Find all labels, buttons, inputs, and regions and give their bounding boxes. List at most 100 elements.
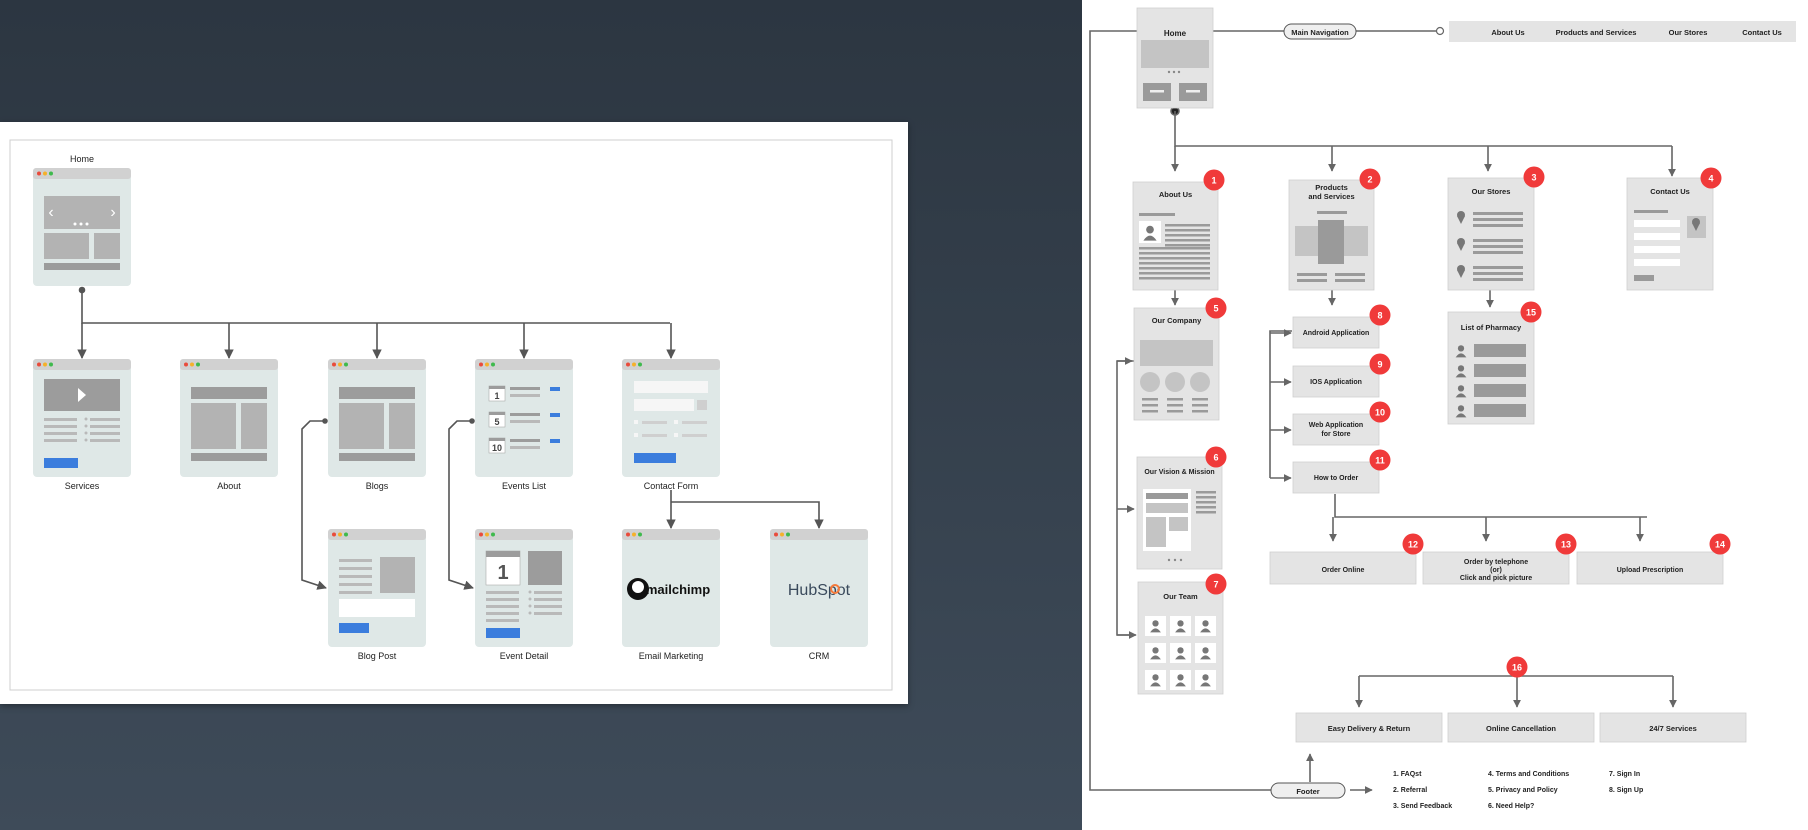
form-check — [697, 400, 707, 410]
window-dot — [485, 362, 489, 367]
text-line — [1165, 244, 1210, 247]
window-dot — [332, 362, 336, 367]
image-block — [94, 233, 120, 259]
text-line — [1196, 506, 1216, 509]
slider-dot — [1177, 70, 1181, 74]
text-line — [1186, 90, 1200, 93]
order-title: Order by telephone — [1464, 559, 1528, 566]
person-body — [1200, 682, 1211, 687]
text-line — [534, 605, 562, 608]
text-line — [1473, 278, 1523, 281]
cta-button — [44, 458, 78, 468]
footer-link: 8. Sign Up — [1609, 787, 1643, 794]
card-titlebar — [622, 359, 720, 370]
text-line — [510, 413, 540, 416]
text-line — [1473, 218, 1523, 221]
badge-circle — [1369, 353, 1391, 375]
image-block — [380, 557, 415, 593]
window-dot — [37, 362, 41, 367]
app-title: for Store — [1321, 431, 1350, 438]
text-line — [1165, 239, 1210, 242]
image-block — [1146, 503, 1188, 513]
image-block — [1146, 517, 1166, 547]
card-titlebar — [475, 529, 573, 540]
form-field — [1634, 220, 1680, 227]
footer-item-label: 24/7 Services — [1649, 724, 1697, 733]
text-line — [534, 612, 562, 615]
app-box-body — [1292, 413, 1380, 446]
text-line — [1473, 251, 1523, 254]
event-day-number: 1 — [497, 562, 508, 584]
header-block — [191, 387, 267, 399]
text-line — [1139, 247, 1210, 250]
text-line — [510, 446, 540, 449]
post-button — [339, 623, 369, 633]
nav-item: Our Stores — [1669, 28, 1708, 37]
person-head — [1152, 647, 1159, 654]
chevron-right-icon: › — [110, 204, 115, 221]
bullet — [84, 424, 88, 428]
submit-button — [1634, 275, 1654, 281]
person-body — [1150, 655, 1161, 660]
text-line — [1335, 279, 1365, 282]
badge-circle — [1700, 167, 1722, 189]
nav-bar — [1449, 21, 1796, 42]
nav-item: Contact Us — [1742, 28, 1782, 37]
footer-link: 2. Referral — [1393, 787, 1427, 794]
text-line — [339, 567, 372, 570]
text-line — [486, 598, 519, 601]
card-blogs: Blogs — [328, 359, 426, 491]
pharmacy-row — [1474, 404, 1526, 417]
badge-number: 11 — [1375, 456, 1385, 466]
text-line — [534, 598, 562, 601]
label-home: Home — [70, 154, 94, 164]
window-dot — [485, 532, 489, 537]
card-titlebar — [475, 359, 573, 370]
window-dot — [190, 362, 194, 367]
card-titlebar — [33, 359, 131, 370]
app-title: Android Application — [1303, 330, 1370, 337]
text-line — [510, 420, 540, 423]
date-box-top — [489, 412, 505, 415]
order-title: (or) — [1490, 567, 1502, 574]
label-email: Email Marketing — [639, 651, 704, 661]
date-box-top — [489, 386, 505, 389]
connector-bus — [81, 290, 670, 324]
label-blogpost: Blog Post — [358, 651, 397, 661]
footer-item-label: Easy Delivery & Return — [1328, 724, 1411, 733]
page-about: About Us1 — [1132, 169, 1225, 291]
text-line — [90, 425, 120, 428]
chevron-left-icon: ‹ — [48, 204, 53, 221]
register-button — [486, 628, 520, 638]
image-block — [339, 403, 384, 449]
connector-apps-rail — [1269, 330, 1292, 478]
connector-home-footer — [1089, 30, 1271, 791]
text-line — [1165, 229, 1210, 232]
badge-number: 3 — [1531, 173, 1536, 183]
person-head — [1177, 674, 1184, 681]
badge-number: 12 — [1408, 540, 1418, 550]
person-body — [1143, 235, 1157, 241]
text-line — [1139, 272, 1210, 275]
text-line — [682, 421, 707, 424]
bullet — [528, 597, 532, 601]
image-block — [191, 403, 236, 449]
main-nav-label: Main Navigation — [1291, 28, 1349, 37]
mailchimp-logo-face — [632, 581, 644, 593]
window-dot — [479, 532, 483, 537]
heading-line — [1317, 211, 1347, 214]
window-dot — [43, 171, 47, 176]
slider-dot — [1173, 558, 1177, 562]
footer-link: 6. Need Help? — [1488, 803, 1534, 810]
heading-line — [1634, 210, 1668, 213]
